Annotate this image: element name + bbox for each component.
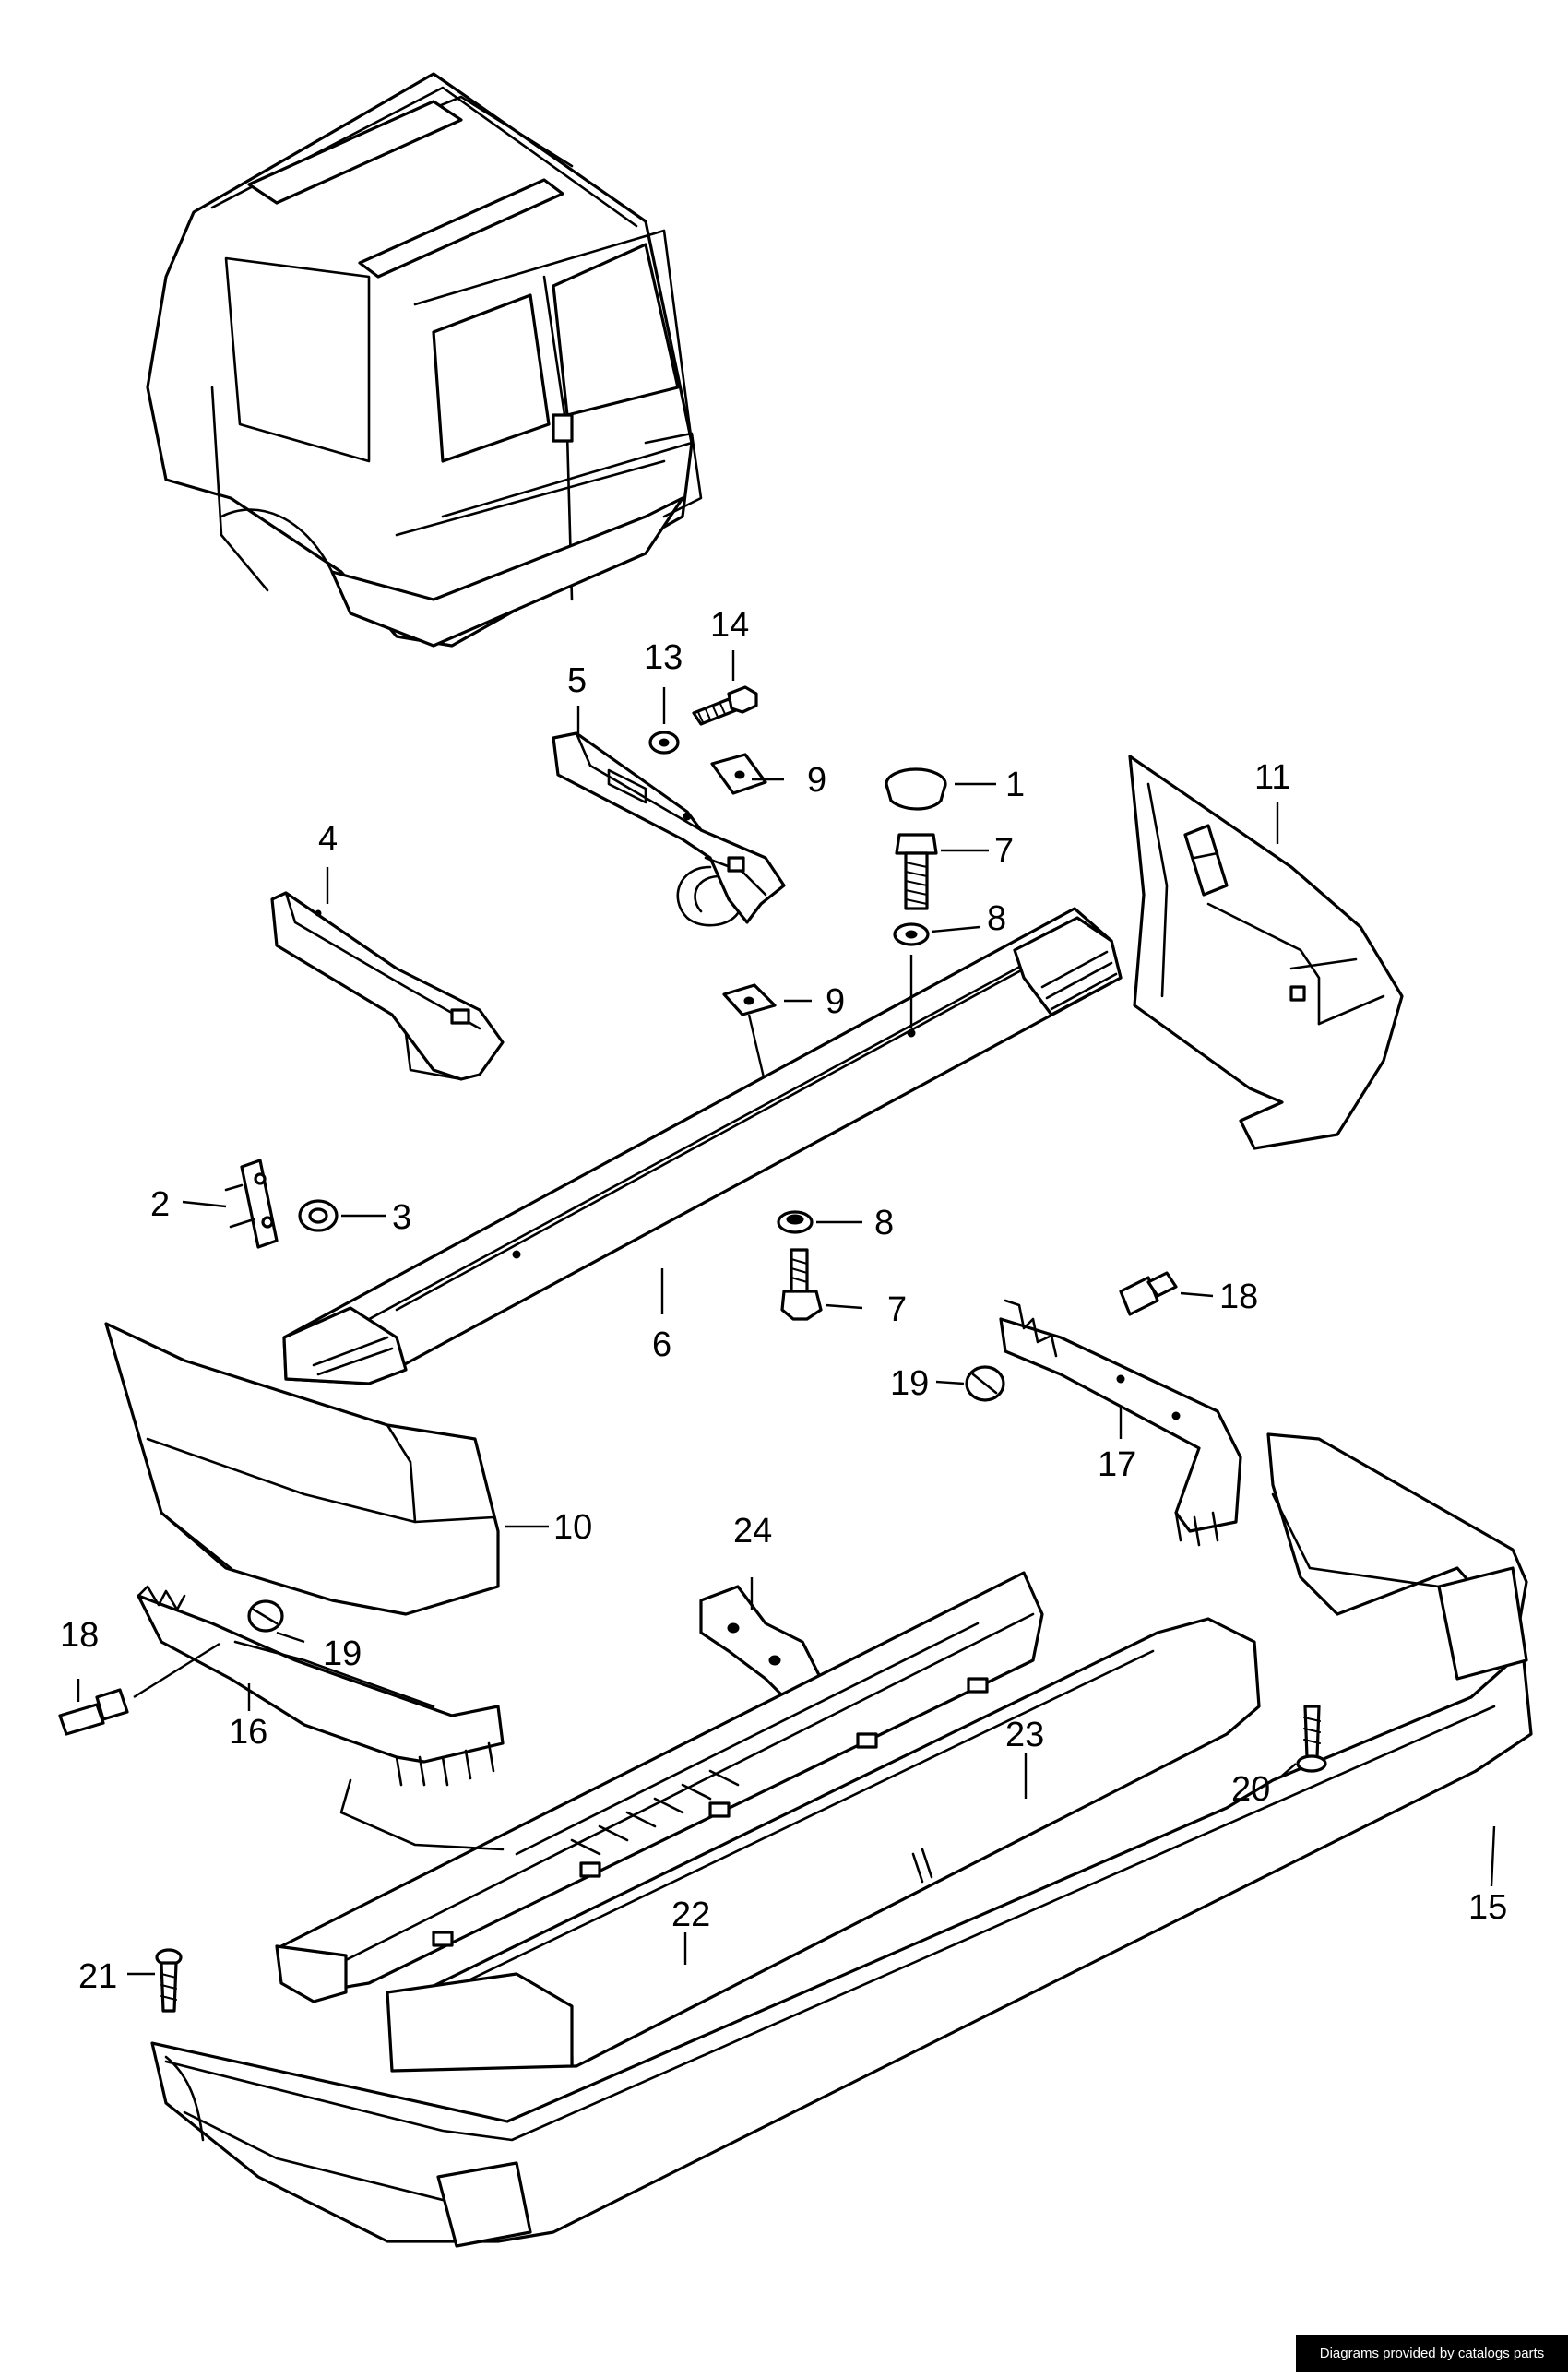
part-10-end-cap-left <box>104 1322 500 1616</box>
part-15-bumper-cover <box>150 1432 1533 2248</box>
part-11-end-cap-right <box>1128 755 1404 1150</box>
leader-lines <box>77 650 1496 1976</box>
part-8-washer-lower <box>777 1210 814 1234</box>
callout-4: 4 <box>318 820 338 859</box>
part-5-bracket <box>552 731 786 927</box>
callout-3: 3 <box>392 1198 411 1237</box>
callout-19-left: 19 <box>323 1634 362 1673</box>
callout-labels: 1 2 3 4 5 6 7 7 8 8 9 9 10 11 13 14 15 1… <box>60 606 1507 1996</box>
part-19-clip-right <box>965 1365 1005 1402</box>
callout-2: 2 <box>150 1185 170 1224</box>
part-22-absorber <box>275 1571 1044 2003</box>
part-4-bracket <box>270 891 505 1081</box>
part-20-screw <box>1296 1705 1327 1773</box>
callout-22: 22 <box>671 1896 710 1934</box>
washer-hole <box>905 930 918 939</box>
callout-5: 5 <box>567 661 587 700</box>
callout-11: 11 <box>1254 758 1290 797</box>
part-19-clip-left <box>247 1599 284 1633</box>
part-1-cap <box>885 767 947 811</box>
callout-19-right: 19 <box>890 1364 929 1403</box>
part-18-pin-left <box>58 1688 129 1736</box>
callout-14: 14 <box>710 606 749 645</box>
callout-8-lower: 8 <box>874 1204 894 1242</box>
part-3-grommet <box>298 1199 339 1232</box>
part-7-bolt-lower <box>780 1248 823 1321</box>
callout-18-left: 18 <box>60 1616 99 1655</box>
credit-badge: Diagrams provided by catalogs parts <box>1296 2335 1568 2372</box>
callout-24: 24 <box>733 1512 772 1551</box>
callout-18-right: 18 <box>1219 1278 1258 1316</box>
part-2-stud-plate <box>224 1159 279 1249</box>
van-illustration <box>146 72 703 648</box>
callout-13: 13 <box>644 638 683 677</box>
callout-8-upper: 8 <box>987 899 1006 938</box>
callout-20: 20 <box>1231 1770 1270 1809</box>
callout-10: 10 <box>553 1508 592 1547</box>
callout-1: 1 <box>1005 766 1025 804</box>
callout-21: 21 <box>78 1957 117 1996</box>
callout-9-upper: 9 <box>807 761 826 800</box>
part-14-bolt <box>692 685 758 726</box>
callout-15: 15 <box>1468 1888 1507 1927</box>
callout-9-lower: 9 <box>826 982 845 1021</box>
part-21-screw <box>155 1948 183 2013</box>
part-17-bracket-right <box>999 1299 1242 1547</box>
part-18-pin-right <box>1119 1271 1178 1316</box>
part-23-bumper-pad <box>386 1617 1261 2073</box>
callout-6: 6 <box>652 1325 671 1364</box>
part-7-bolt-upper <box>895 833 938 910</box>
part-16-bracket-left <box>137 1585 505 1787</box>
callout-17: 17 <box>1098 1445 1136 1484</box>
callout-16: 16 <box>229 1713 267 1752</box>
callout-23: 23 <box>1005 1716 1044 1754</box>
callout-7-lower: 7 <box>887 1290 907 1329</box>
callout-7-upper: 7 <box>994 832 1014 871</box>
